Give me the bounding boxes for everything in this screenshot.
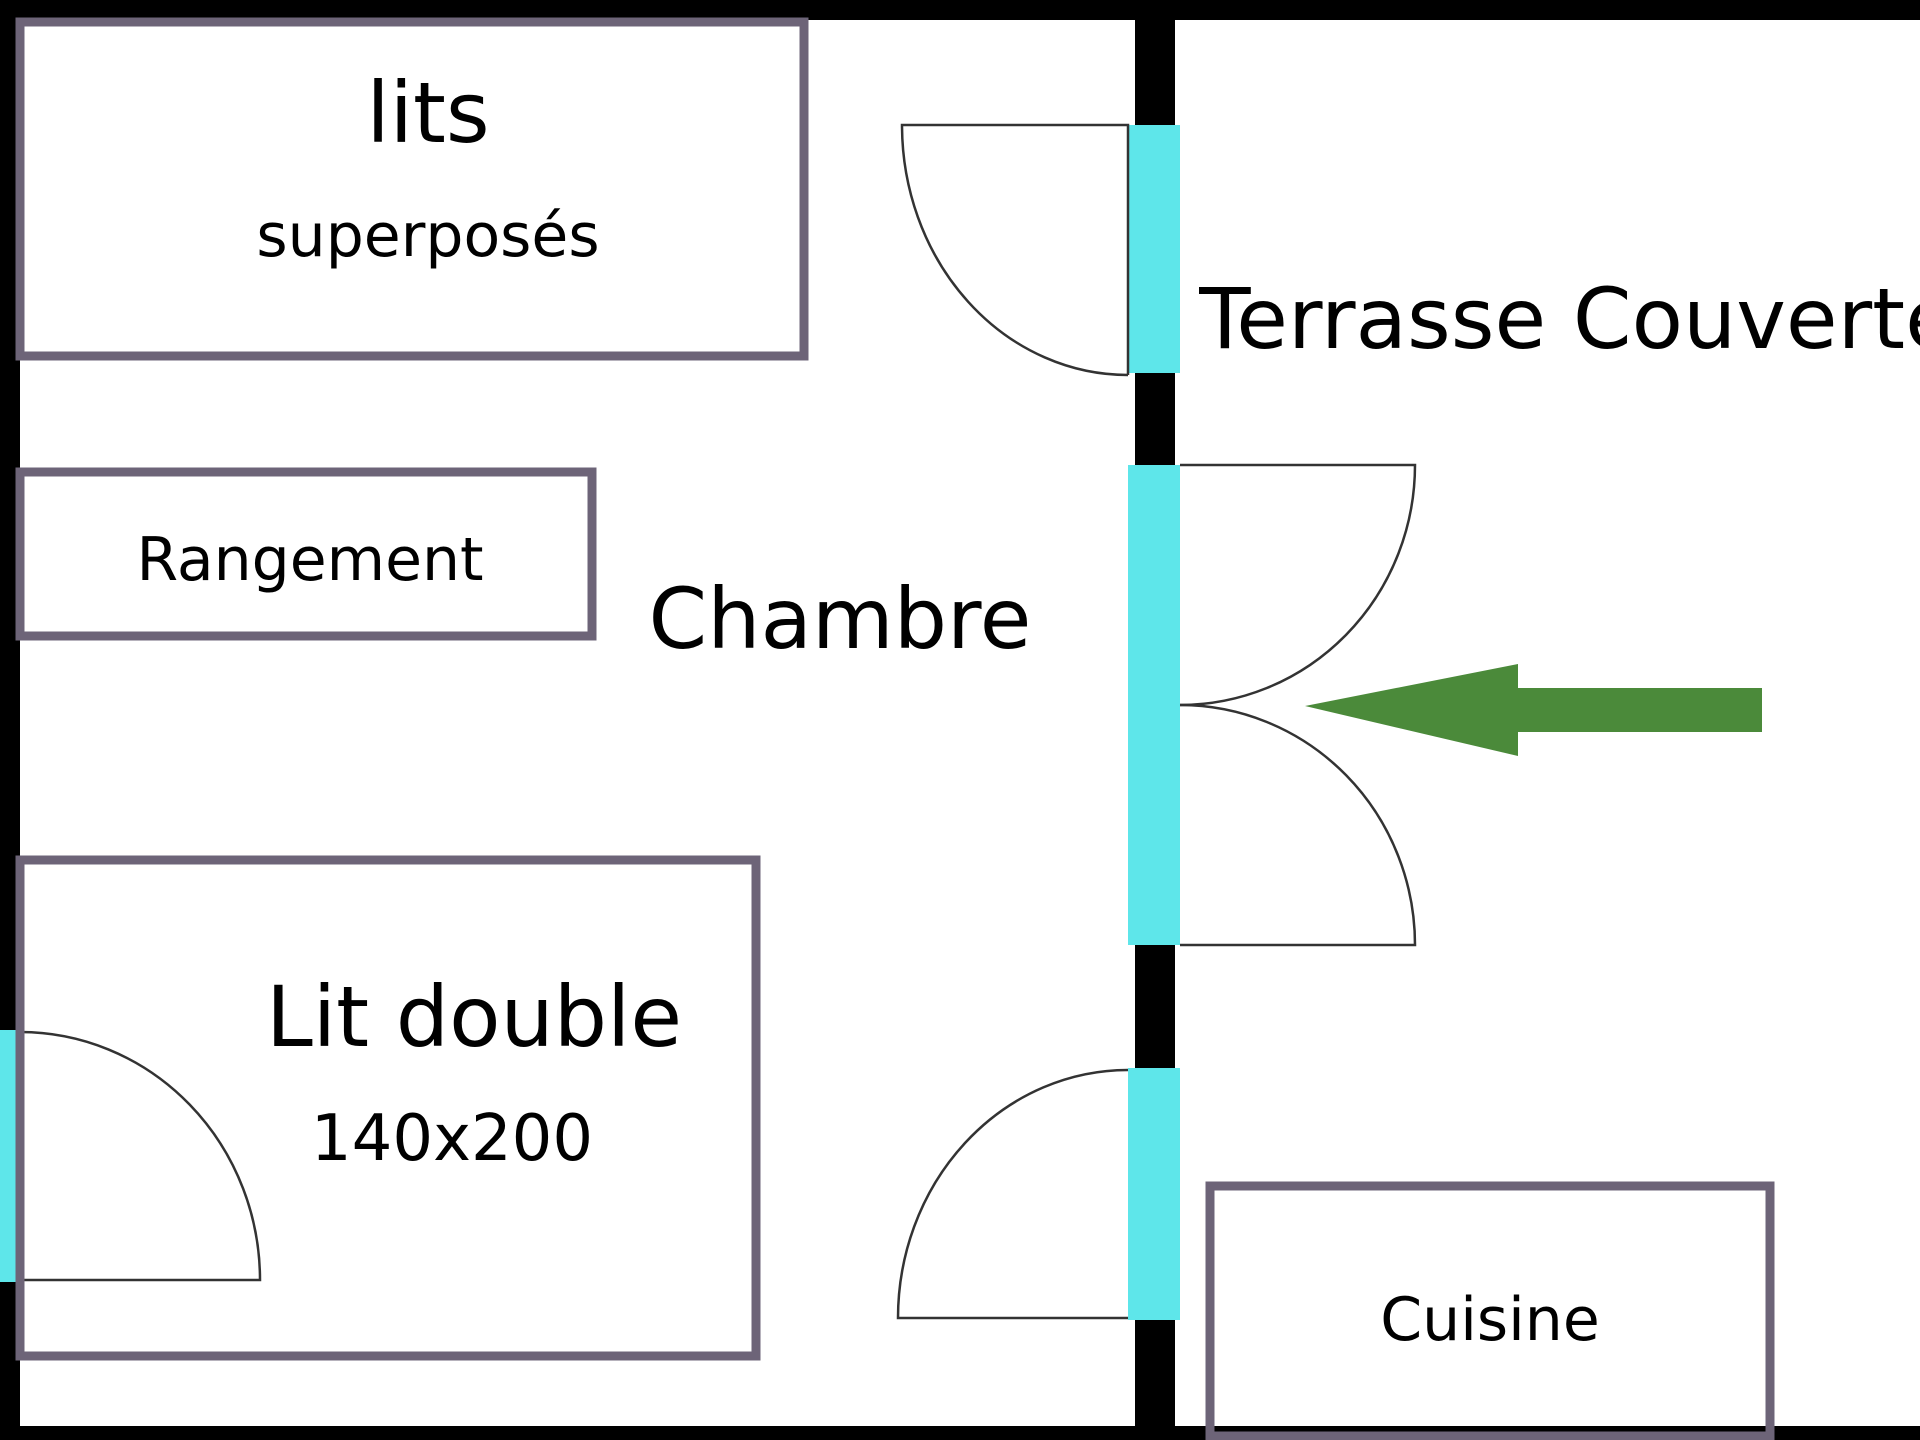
door-swings xyxy=(19,123,1417,1320)
bunk-beds-outline xyxy=(15,17,809,361)
storage-outline xyxy=(15,467,597,641)
wall-top xyxy=(0,0,1920,20)
door-swing-entrance-lower xyxy=(1179,703,1417,947)
door-opening-kitchen xyxy=(1128,1068,1180,1320)
double-bed-label-line2: 140x200 xyxy=(311,1102,593,1176)
terrace-label: Terrasse Couverte xyxy=(1198,270,1920,368)
storage-label: Rangement xyxy=(136,525,483,595)
double-bed-label-line1: Lit double xyxy=(266,968,682,1066)
door-opening-entrance xyxy=(1128,465,1180,945)
door-swing-left xyxy=(19,1030,262,1282)
entrance-arrow-icon xyxy=(1305,664,1762,756)
bunk-beds-label-line1: lits xyxy=(366,64,489,162)
door-swing-entrance-upper xyxy=(1179,463,1417,707)
door-opening-left xyxy=(0,1030,20,1282)
furniture xyxy=(15,17,1775,1440)
kitchen-label: Cuisine xyxy=(1380,1285,1599,1355)
double-bed-outline xyxy=(15,855,761,1361)
door-swing-kitchen xyxy=(896,1068,1129,1320)
bunk-beds-label-line2: superposés xyxy=(256,201,599,271)
door-swing-top xyxy=(900,123,1130,377)
bedroom-label: Chambre xyxy=(649,570,1032,668)
kitchen-outline xyxy=(1205,1181,1775,1440)
door-openings xyxy=(0,125,1180,1320)
entrance-arrow-head xyxy=(1305,664,1518,756)
door-opening-top xyxy=(1128,125,1180,373)
entrance-arrow-shaft xyxy=(1510,688,1762,732)
